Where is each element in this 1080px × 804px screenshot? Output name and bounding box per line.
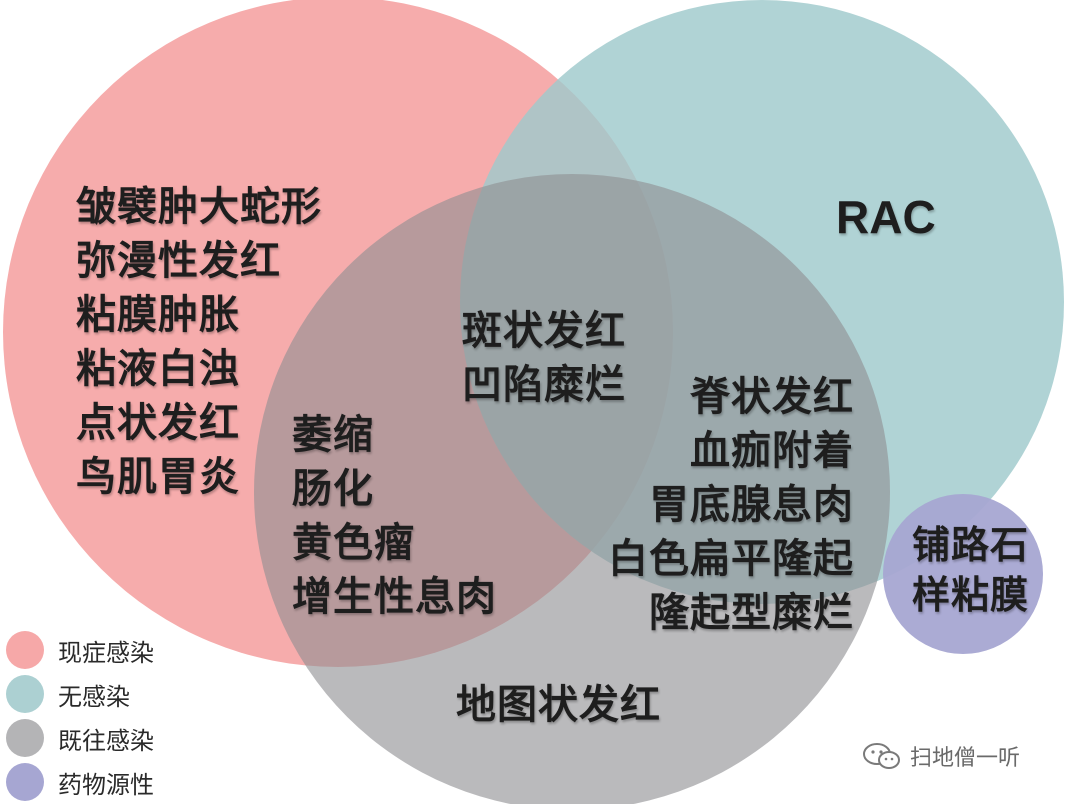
legend: 现症感染 无感染 既往感染 药物源性 xyxy=(6,628,154,804)
current-only-item: 粘膜肿胀 xyxy=(76,292,240,338)
current-past-item: 黄色瘤 xyxy=(292,520,415,566)
current-past-item: 增生性息肉 xyxy=(292,574,497,620)
none-past-item: 隆起型糜烂 xyxy=(649,590,854,636)
all-three-item: 凹陷糜烂 xyxy=(462,362,626,408)
current-past-item: 肠化 xyxy=(292,466,374,512)
past-only-region-text: 地图状发红 xyxy=(456,678,661,732)
none-past-item: 脊状发红 xyxy=(690,374,854,420)
legend-swatch xyxy=(6,675,44,713)
all-three-region-text: 斑状发红 凹陷糜烂 xyxy=(462,304,626,412)
legend-label: 现症感染 xyxy=(58,638,154,667)
legend-swatch xyxy=(6,719,44,757)
legend-item-none: 无感染 xyxy=(6,672,154,716)
legend-label: 药物源性 xyxy=(58,770,154,799)
legend-label: 既往感染 xyxy=(58,726,154,755)
past-only-item: 地图状发红 xyxy=(456,682,661,728)
none-past-region-text: 脊状发红 血痂附着 胃底腺息肉 白色扁平隆起 隆起型糜烂 xyxy=(608,370,854,640)
current-only-item: 鸟肌胃炎 xyxy=(76,454,240,500)
legend-swatch xyxy=(6,631,44,669)
drug-item: 样粘膜 xyxy=(912,573,1030,617)
past-infection-circle xyxy=(254,174,890,804)
legend-label: 无感染 xyxy=(58,682,130,711)
none-past-item: 白色扁平隆起 xyxy=(608,536,854,582)
none-past-item: 胃底腺息肉 xyxy=(649,482,854,528)
current-only-item: 点状发红 xyxy=(76,400,240,446)
none-past-item: 血痂附着 xyxy=(690,428,854,474)
wechat-icon xyxy=(863,743,900,769)
current-past-item: 萎缩 xyxy=(292,412,374,458)
legend-item-current: 现症感染 xyxy=(6,628,154,672)
legend-swatch xyxy=(6,763,44,801)
drug-region-text: 铺路石 样粘膜 xyxy=(912,520,1029,620)
all-three-item: 斑状发红 xyxy=(462,308,626,354)
drug-induced-circle xyxy=(883,494,1043,654)
current-only-item: 粘液白浊 xyxy=(76,346,240,392)
current-only-item: 皱襞肿大蛇形 xyxy=(76,184,322,230)
current-past-region-text: 萎缩 肠化 黄色瘤 增生性息肉 xyxy=(292,408,497,624)
legend-item-past: 既往感染 xyxy=(6,716,154,760)
no-infection-only-text: RAC xyxy=(836,191,936,243)
watermark: 扫地僧一听 xyxy=(862,740,1020,772)
watermark-text: 扫地僧一听 xyxy=(910,746,1021,771)
current-only-item: 弥漫性发红 xyxy=(76,238,281,284)
drug-item: 铺路石 xyxy=(912,523,1030,567)
legend-item-drug: 药物源性 xyxy=(6,760,154,804)
current-only-region-text: 皱襞肿大蛇形 弥漫性发红 粘膜肿胀 粘液白浊 点状发红 鸟肌胃炎 xyxy=(76,180,322,504)
